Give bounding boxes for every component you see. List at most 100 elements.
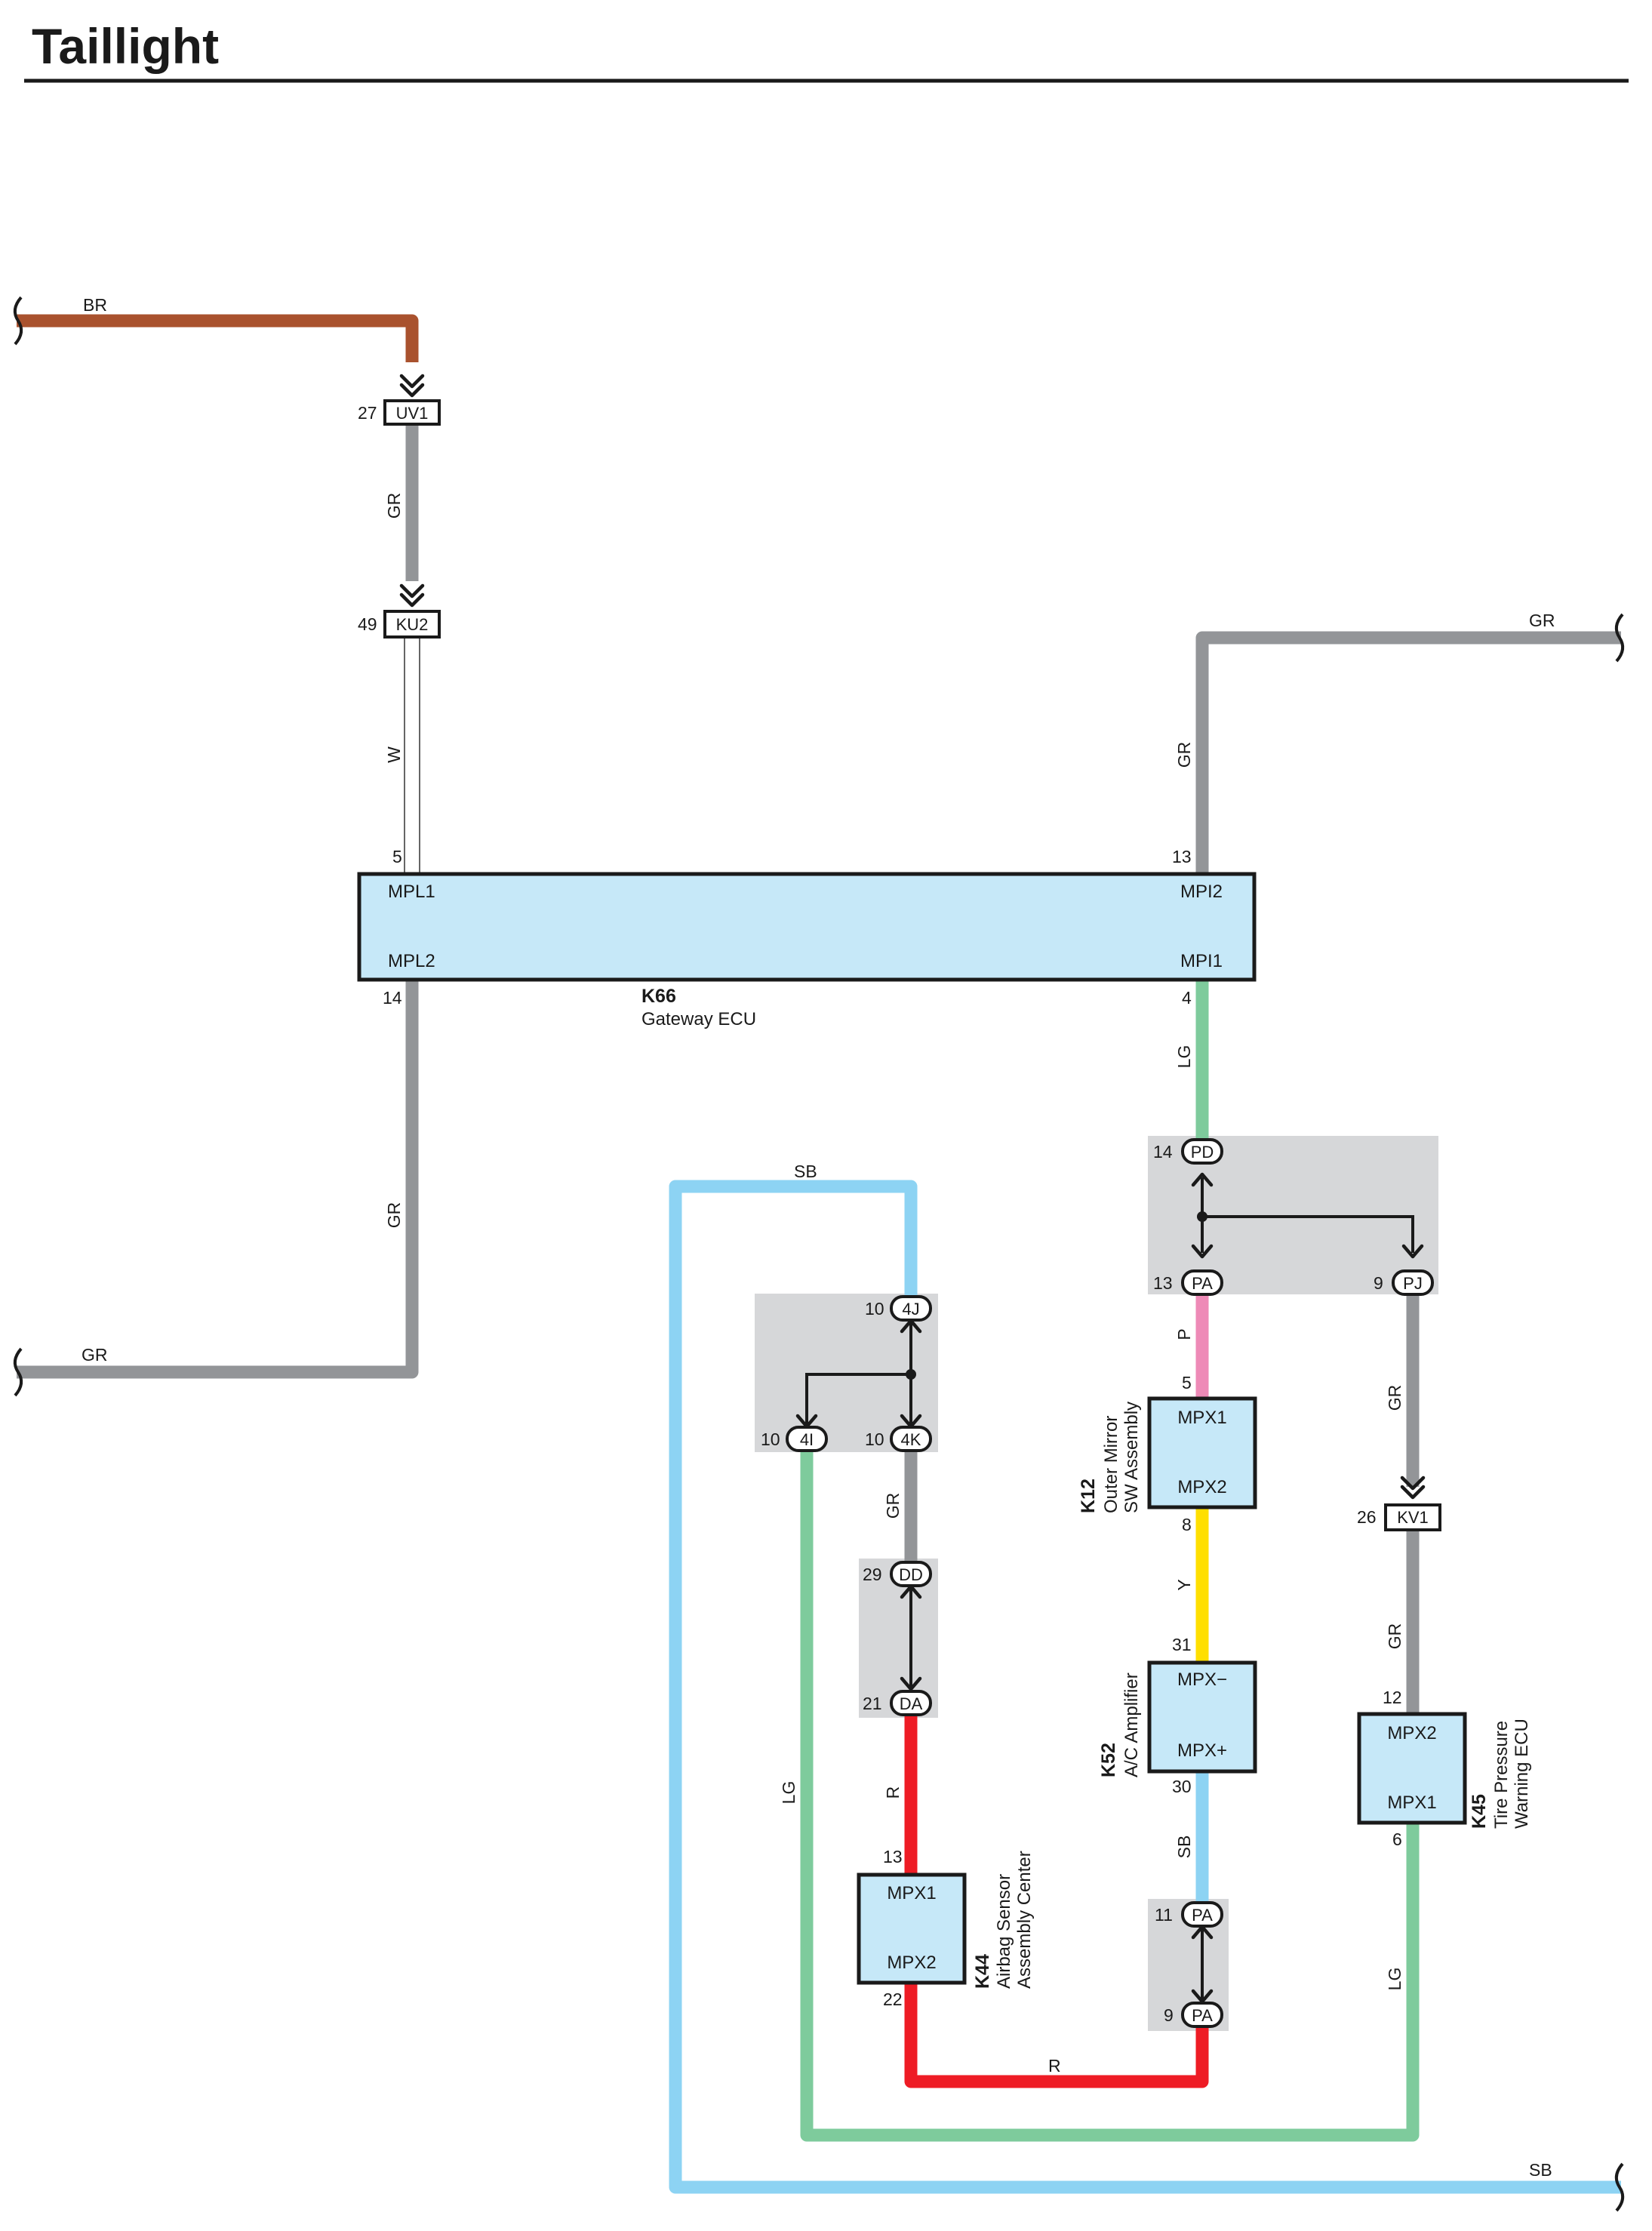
wire-label-gr: GR: [82, 1345, 108, 1365]
k44-pin-mpx2: MPX2: [887, 1953, 936, 1973]
junction-bus-line: [805, 1373, 911, 1426]
k44-pin-mpx1: MPX1: [887, 1883, 936, 1903]
connector-kv1-pin: 26: [1357, 1507, 1377, 1527]
connector-4i-label: 4I: [800, 1430, 814, 1449]
connector-pa-low-pin: 9: [1164, 2005, 1174, 2025]
wire-label-gr: GR: [1174, 742, 1194, 768]
k12-pin-mpx2: MPX2: [1177, 1477, 1226, 1497]
wire-label-lg: LG: [779, 1781, 798, 1805]
connector-4k-label: 4K: [901, 1430, 921, 1449]
connector-pa-upper: [1181, 1269, 1223, 1296]
wire-label-gr: GR: [1385, 1623, 1404, 1650]
connector-4j: [890, 1295, 932, 1322]
connector-pa-mid: [1181, 1901, 1223, 1928]
connector-ku2-pin: 49: [358, 614, 377, 634]
chevron-down-icon: [1401, 1244, 1424, 1259]
wire-label-w: W: [384, 746, 404, 763]
wire-break-gr-left: [13, 1347, 23, 1397]
connector-4i-pin: 10: [761, 1429, 780, 1449]
k52-pin-number-31: 31: [1172, 1635, 1192, 1654]
k44-pin-number-22: 22: [883, 1989, 903, 2009]
connector-4k-pin: 10: [865, 1429, 884, 1449]
connector-pd: [1181, 1138, 1223, 1165]
connector-pa-upper-pin: 13: [1153, 1273, 1173, 1293]
k12-pin-number-8: 8: [1182, 1515, 1192, 1534]
connector-uv1: [383, 399, 441, 426]
k52-pin-number-30: 30: [1172, 1777, 1192, 1796]
wire-label-lg: LG: [1385, 1968, 1404, 1991]
connector-da-label: DA: [900, 1694, 923, 1713]
connector-da: [890, 1690, 932, 1716]
connector-pa-low-label: PA: [1192, 2006, 1213, 2025]
wire-label-gr: GR: [384, 1202, 404, 1229]
k44-code: K44: [972, 1954, 993, 1989]
connector-pd-pin: 14: [1153, 1142, 1173, 1162]
k12-pin-mpx1: MPX1: [1177, 1408, 1226, 1428]
connector-dd-label: DD: [899, 1565, 923, 1584]
connector-kv1-label: KV1: [1397, 1508, 1429, 1527]
wire-label-gr: GR: [384, 493, 404, 519]
gateway-ecu-k66: [357, 872, 1257, 982]
wire-label-sb: SB: [1529, 2160, 1552, 2180]
wire-label-r: R: [1048, 2056, 1061, 2076]
connector-pa-mid-label: PA: [1192, 1906, 1213, 1925]
k45-pin-mpx1: MPX1: [1387, 1792, 1436, 1813]
k52-pin-mpx-minus: MPX−: [1177, 1669, 1227, 1690]
connector-4i: [786, 1426, 828, 1452]
connector-kv1: [1384, 1503, 1441, 1531]
connector-ku2: [383, 610, 441, 639]
wire-label-br: BR: [83, 295, 107, 315]
k45-code: K45: [1469, 1794, 1490, 1829]
splice-point: [1197, 1211, 1207, 1222]
k66-name: Gateway ECU: [641, 1009, 756, 1029]
k66-pin-mpl1: MPL1: [388, 882, 435, 902]
k66-pin-number-4: 4: [1182, 988, 1192, 1008]
connector-uv1-pin: 27: [358, 403, 377, 423]
wire-gr-top-right: [1195, 631, 1621, 874]
k66-code: K66: [641, 986, 676, 1007]
wire-r-k44-pa: [904, 1983, 1209, 2088]
connector-pa-upper-label: PA: [1192, 1274, 1213, 1293]
chevron-up-icon: [1191, 1172, 1214, 1187]
k45-pin-number-12: 12: [1383, 1688, 1402, 1707]
connector-pa-low: [1181, 2002, 1223, 2028]
splice-point: [906, 1369, 916, 1380]
diagram-title: Taillight: [32, 18, 219, 74]
chevron-down-icon: [1191, 1244, 1214, 1259]
wire-br-top: [17, 314, 419, 362]
wire-gr-k66-left: [17, 980, 419, 1379]
wire-label-p: P: [1174, 1328, 1194, 1340]
k45-name-line1: Tire Pressure: [1491, 1721, 1512, 1829]
wire-label-r: R: [883, 1786, 903, 1799]
k12-pin-number-5: 5: [1182, 1373, 1192, 1392]
wire-break-br: [13, 296, 23, 346]
k45-pin-mpx2: MPX2: [1387, 1723, 1436, 1743]
wire-label-sb: SB: [1174, 1836, 1194, 1859]
k52-pin-mpx-plus: MPX+: [1177, 1740, 1227, 1761]
k66-pin-number-14: 14: [383, 988, 402, 1008]
k66-pin-number-5: 5: [392, 847, 402, 866]
connector-pa-mid-pin: 11: [1155, 1905, 1173, 1925]
chevron-down-icon: [399, 583, 425, 608]
connector-ku2-label: KU2: [396, 615, 429, 634]
wire-label-gr: GR: [883, 1493, 903, 1519]
wire-label-sb: SB: [794, 1162, 817, 1181]
wire-label-lg: LG: [1174, 1045, 1194, 1069]
k45-name-line2: Warning ECU: [1512, 1719, 1532, 1829]
connector-pd-label: PD: [1191, 1143, 1214, 1162]
k66-pin-mpl2: MPL2: [388, 951, 435, 971]
wire-break-sb: [1614, 2162, 1625, 2212]
k66-pin-mpi2: MPI2: [1180, 882, 1223, 902]
connector-4j-label: 4J: [902, 1300, 919, 1319]
k45-pin-number-6: 6: [1392, 1829, 1402, 1849]
tire-pressure-warning-ecu-k45: [1357, 1712, 1467, 1825]
ac-amplifier-k52: [1147, 1660, 1257, 1774]
k44-name-line2: Assembly Center: [1014, 1851, 1035, 1989]
connector-uv1-label: UV1: [396, 404, 429, 423]
wire-lg-loop: [800, 1451, 1420, 2142]
wire-label-gr: GR: [1385, 1385, 1404, 1411]
airbag-sensor-assembly-k44: [857, 1873, 967, 1985]
outer-mirror-sw-k12: [1147, 1396, 1257, 1509]
connector-dd: [890, 1561, 932, 1587]
